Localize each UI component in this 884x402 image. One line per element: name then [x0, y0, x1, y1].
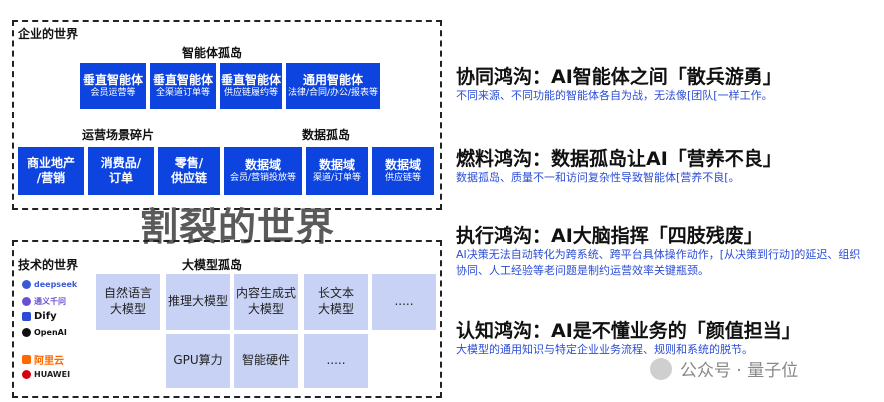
ops-block: 消费品/ 订单: [88, 147, 154, 195]
agent-sub: 会员运营等: [90, 87, 136, 98]
agent-title: 垂直智能体: [82, 72, 143, 87]
gap-desc-cognition: 大模型的通用知识与特定企业业务流程、规则和系统的脱节。: [456, 343, 753, 356]
hardware-block: GPU算力: [166, 334, 230, 388]
logo-text: OpenAI: [34, 328, 67, 337]
model-block: 长文本 大模型: [304, 274, 368, 330]
hardware-block: .....: [304, 334, 368, 388]
logo-text: HUAWEI: [34, 370, 71, 379]
watermark: 公众号 · 量子位: [650, 356, 798, 381]
model-block: 自然语言 大模型: [96, 274, 160, 330]
dify-icon: [22, 312, 31, 321]
agent-sub: 供应链履约等: [223, 87, 278, 98]
ops-block: 商业地产 /营销: [18, 147, 84, 195]
data-domain-sub: 供应链等: [384, 172, 421, 183]
gap-title-fuel: 燃料鸿沟：数据孤岛让AI「营养不良」: [456, 148, 782, 170]
huawei-icon: [22, 370, 31, 379]
data-island-label: 数据孤岛: [302, 128, 351, 142]
logo-text: 阿里云: [34, 356, 64, 367]
tongyi-icon: [22, 297, 31, 306]
data-domain-block: 数据域 渠道/订单等: [306, 147, 368, 195]
agent-island-label: 智能体孤岛: [182, 46, 243, 60]
agent-sub: 全渠道订单等: [155, 87, 210, 98]
gap-desc-collaboration: 不同来源、不同功能的智能体各自为战，无法像[团队[一样工作。: [456, 89, 773, 102]
wechat-icon: [650, 357, 672, 380]
data-domain-title: 数据域: [244, 157, 281, 172]
ops-title: 零售/ 供应链: [170, 156, 207, 185]
model-block: 推理大模型: [166, 274, 230, 330]
tech-world-title: 技术的世界: [18, 258, 79, 272]
gap-desc-fuel: 数据孤岛、质量不一和访问复杂性导致智能体[营养不良[。: [456, 171, 740, 184]
deepseek-logo: deepseek: [22, 280, 77, 289]
agent-sub: 法律/合同/办公/报表等: [287, 87, 379, 98]
data-domain-sub: 渠道/订单等: [312, 172, 362, 183]
openai-logo: OpenAI: [22, 328, 67, 337]
logo-text: Dify: [34, 311, 57, 322]
data-domain-block: 数据域 会员/营销投放等: [224, 147, 302, 195]
model-block: 内容生成式 大模型: [234, 274, 298, 330]
agent-title: 垂直智能体: [220, 72, 281, 87]
watermark-text: 公众号 · 量子位: [680, 361, 799, 381]
agent-block: 垂直智能体 会员运营等: [80, 63, 146, 109]
openai-icon: [22, 328, 31, 337]
tech-world-frame: [12, 240, 442, 398]
data-domain-title: 数据域: [318, 157, 355, 172]
ops-block: 零售/ 供应链: [158, 147, 220, 195]
ops-title: 消费品/ 订单: [100, 156, 142, 185]
agent-block: 垂直智能体 供应链履约等: [220, 63, 282, 109]
enterprise-world-title: 企业的世界: [18, 27, 79, 41]
deepseek-icon: [22, 280, 31, 289]
data-domain-block: 数据域 供应链等: [372, 147, 434, 195]
agent-block: 垂直智能体 全渠道订单等: [150, 63, 216, 109]
ops-scenario-label: 运营场景碎片: [82, 128, 155, 142]
dify-logo: Dify: [22, 311, 57, 322]
model-block: .....: [372, 274, 436, 330]
tongyi-logo: 通义千问: [22, 296, 66, 307]
hardware-block: 智能硬件: [234, 334, 298, 388]
gap-title-cognition: 认知鸿沟：AI是不懂业务的「颜值担当」: [456, 320, 801, 342]
huawei-logo: HUAWEI: [22, 370, 70, 379]
enterprise-world-frame: [12, 20, 442, 210]
aliyun-logo: 阿里云: [22, 352, 64, 367]
data-domain-title: 数据域: [384, 157, 421, 172]
agent-title: 通用智能体: [302, 72, 363, 87]
gap-title-execution: 执行鸿沟：AI大脑指挥「四肢残废」: [456, 225, 763, 247]
aliyun-icon: [22, 355, 31, 364]
logo-text: 通义千问: [34, 297, 66, 306]
model-island-label: 大模型孤岛: [182, 258, 243, 272]
ops-title: 商业地产 /营销: [26, 156, 75, 185]
agent-block: 通用智能体 法律/合同/办公/报表等: [286, 63, 380, 109]
logo-text: deepseek: [34, 280, 78, 289]
gap-title-collaboration: 协同鸿沟：AI智能体之间「散兵游勇」: [456, 66, 782, 88]
gap-desc-execution: AI决策无法自动转化为跨系统、跨平台具体操作动作，[从决策到行动]的延迟、组织协…: [456, 248, 861, 277]
data-domain-sub: 会员/营销投放等: [229, 172, 297, 183]
agent-title: 垂直智能体: [152, 72, 213, 87]
